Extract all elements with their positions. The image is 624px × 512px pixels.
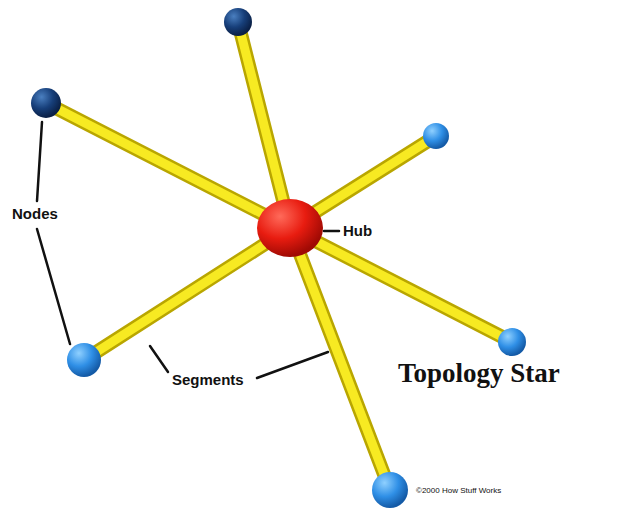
node-spheres xyxy=(31,8,526,508)
segment-lines xyxy=(46,22,512,490)
copyright-note: ©2000 How Stuff Works xyxy=(416,486,501,495)
segments-label: Segments xyxy=(172,371,244,388)
hub-label: Hub xyxy=(343,222,372,239)
leader-lines xyxy=(37,122,339,378)
hub-sphere xyxy=(257,199,323,257)
nodes-label: Nodes xyxy=(12,205,58,222)
diagram-title: Topology Star xyxy=(398,358,560,389)
